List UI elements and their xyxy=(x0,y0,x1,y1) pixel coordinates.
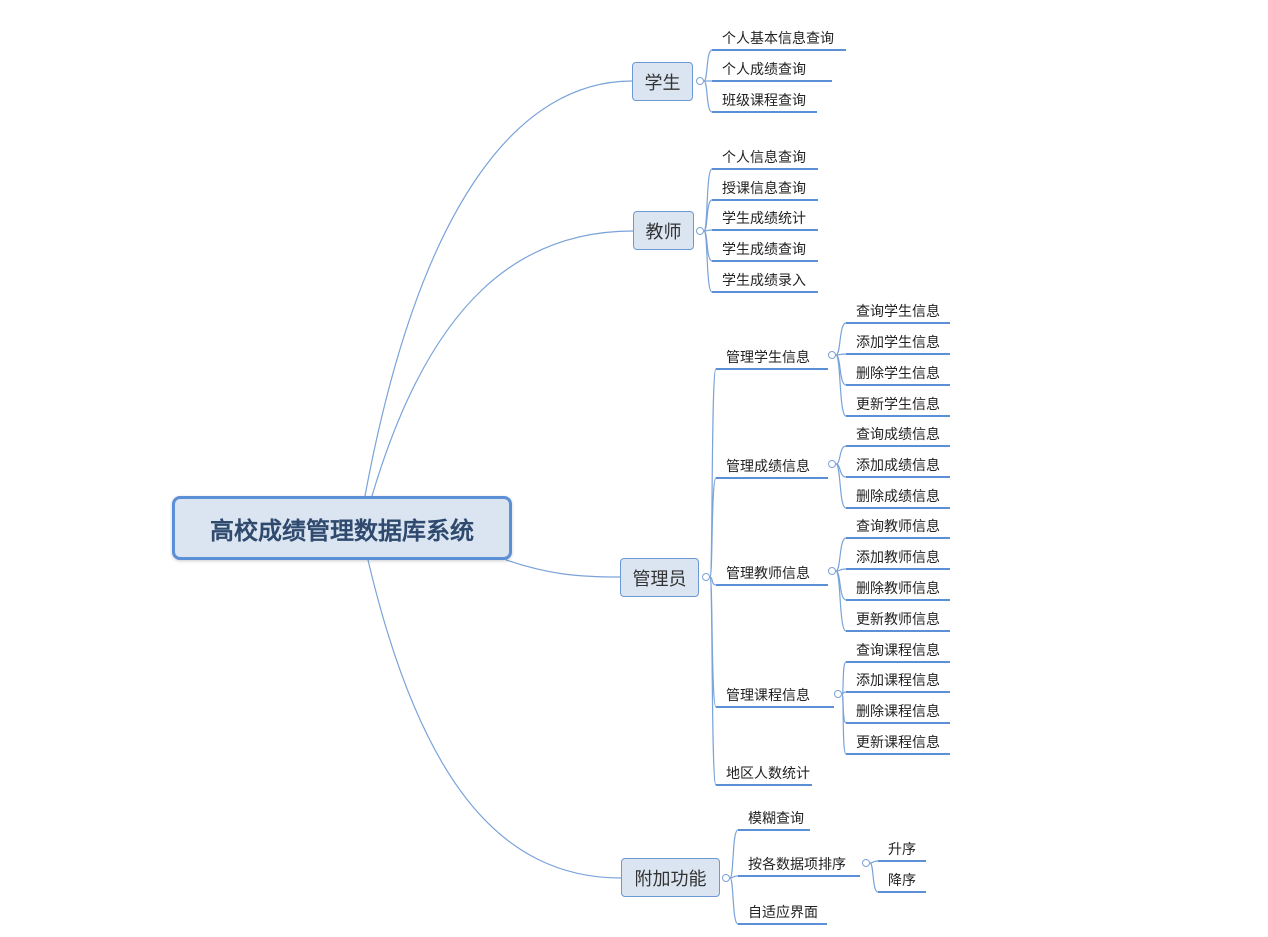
leaf-sort-desc[interactable]: 降序 xyxy=(878,871,926,893)
root-to-admin-line xyxy=(505,559,621,578)
leaf-admin-item[interactable]: 添加课程信息 xyxy=(846,671,950,693)
branch-connector xyxy=(835,570,847,632)
leaf-fuzzy-search[interactable]: 模糊查询 xyxy=(738,809,810,831)
collapse-toggle-icon[interactable] xyxy=(828,460,836,468)
root-to-teacher-line xyxy=(371,230,634,497)
branch-connector xyxy=(835,322,847,356)
leaf-admin-item[interactable]: 添加成绩信息 xyxy=(846,456,950,478)
branch-connector xyxy=(729,875,739,879)
node-manage-teachers[interactable]: 管理教师信息 xyxy=(716,564,828,586)
leaf-student-class-course[interactable]: 班级课程查询 xyxy=(712,91,817,113)
collapse-toggle-icon[interactable] xyxy=(834,690,842,698)
leaf-admin-item[interactable]: 查询成绩信息 xyxy=(846,425,950,447)
branch-connector xyxy=(835,537,847,572)
leaf-admin-item[interactable]: 查询课程信息 xyxy=(846,641,950,663)
leaf-admin-item[interactable]: 删除课程信息 xyxy=(846,702,950,724)
root-node[interactable]: 高校成绩管理数据库系统 xyxy=(172,496,512,560)
branch-connector xyxy=(703,80,713,113)
branch-connector xyxy=(709,477,717,578)
branch-connector xyxy=(835,445,847,465)
leaf-student-basic-info[interactable]: 个人基本信息查询 xyxy=(712,29,846,51)
branch-connector xyxy=(841,661,847,695)
node-manage-scores[interactable]: 管理成绩信息 xyxy=(716,457,828,479)
leaf-admin-item[interactable]: 更新学生信息 xyxy=(846,395,950,417)
node-manage-courses[interactable]: 管理课程信息 xyxy=(716,686,834,708)
collapse-toggle-icon[interactable] xyxy=(828,351,836,359)
collapse-toggle-icon[interactable] xyxy=(862,859,870,867)
leaf-admin-item[interactable]: 添加教师信息 xyxy=(846,548,950,570)
leaf-region-stats[interactable]: 地区人数统计 xyxy=(716,764,812,786)
leaf-teacher-item[interactable]: 学生成绩查询 xyxy=(712,240,818,262)
leaf-admin-item[interactable]: 删除教师信息 xyxy=(846,579,950,601)
branch-connector xyxy=(869,862,879,893)
node-sort[interactable]: 按各数据项排序 xyxy=(738,855,860,877)
leaf-teacher-item[interactable]: 个人信息查询 xyxy=(712,148,818,170)
branch-connector xyxy=(729,877,739,925)
node-teacher[interactable]: 教师 xyxy=(633,211,694,250)
leaf-admin-item[interactable]: 删除成绩信息 xyxy=(846,487,950,509)
leaf-adaptive-ui[interactable]: 自适应界面 xyxy=(738,903,827,925)
node-admin[interactable]: 管理员 xyxy=(620,558,699,597)
leaf-teacher-item[interactable]: 学生成绩统计 xyxy=(712,209,818,231)
collapse-toggle-icon[interactable] xyxy=(696,77,704,85)
collapse-toggle-icon[interactable] xyxy=(702,573,710,581)
collapse-toggle-icon[interactable] xyxy=(722,874,730,882)
branch-connector xyxy=(703,199,713,232)
root-to-student-line xyxy=(364,80,633,497)
branch-connector xyxy=(703,230,713,293)
leaf-admin-item[interactable]: 删除学生信息 xyxy=(846,364,950,386)
leaf-teacher-item[interactable]: 授课信息查询 xyxy=(712,179,818,201)
collapse-toggle-icon[interactable] xyxy=(696,227,704,235)
node-manage-students[interactable]: 管理学生信息 xyxy=(716,348,828,370)
leaf-admin-item[interactable]: 查询教师信息 xyxy=(846,517,950,539)
leaf-sort-asc[interactable]: 升序 xyxy=(878,840,926,862)
branch-connector xyxy=(841,693,847,755)
leaf-teacher-item[interactable]: 学生成绩录入 xyxy=(712,271,818,293)
leaf-admin-item[interactable]: 更新教师信息 xyxy=(846,610,950,632)
leaf-admin-item[interactable]: 添加学生信息 xyxy=(846,333,950,355)
branch-connector xyxy=(709,576,717,586)
branch-connector xyxy=(835,463,847,509)
branch-connector xyxy=(729,829,739,879)
leaf-admin-item[interactable]: 更新课程信息 xyxy=(846,733,950,755)
leaf-student-score[interactable]: 个人成绩查询 xyxy=(712,60,832,82)
root-to-extra-line xyxy=(367,559,622,879)
node-student[interactable]: 学生 xyxy=(632,62,693,101)
collapse-toggle-icon[interactable] xyxy=(828,567,836,575)
branch-connector xyxy=(703,49,713,82)
node-extra-features[interactable]: 附加功能 xyxy=(621,858,720,897)
branch-connector xyxy=(835,354,847,417)
branch-connector xyxy=(869,860,879,864)
leaf-admin-item[interactable]: 查询学生信息 xyxy=(846,302,950,324)
branch-connector xyxy=(709,576,717,786)
